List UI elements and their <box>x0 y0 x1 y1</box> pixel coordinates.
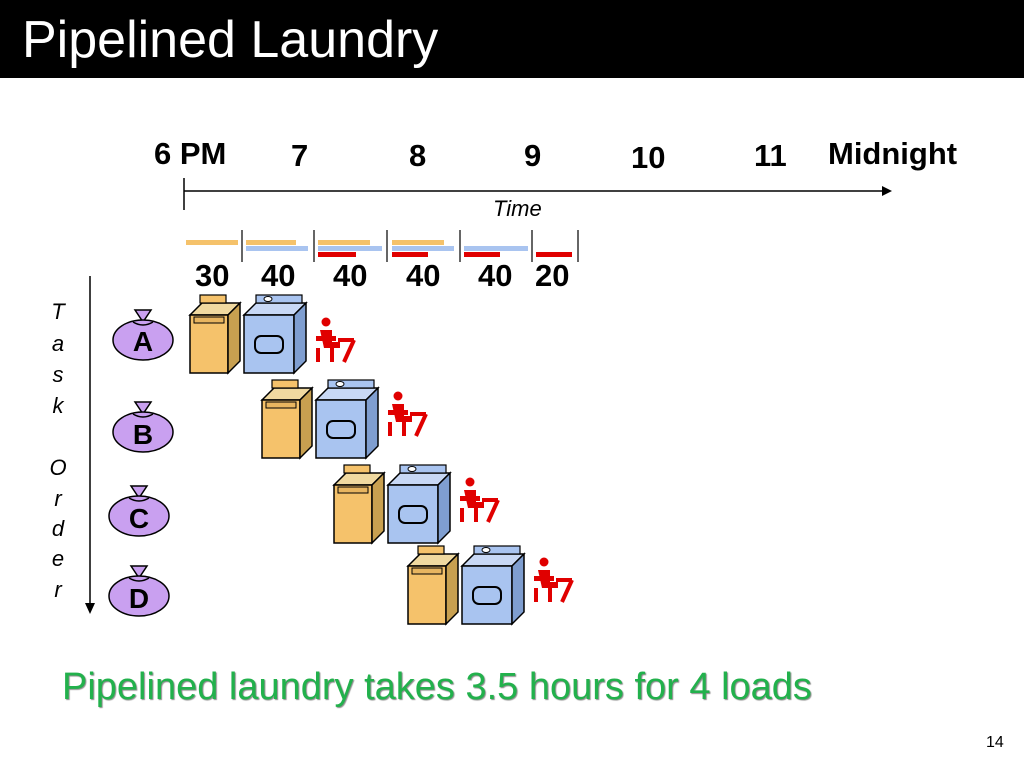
duration-label: 40 <box>406 258 441 293</box>
folder-person-icon <box>532 555 574 604</box>
hour-label-6pm: 6 PM <box>154 136 227 171</box>
time-axis <box>183 178 892 210</box>
task-order-letter: e <box>51 546 65 571</box>
hour-label-7: 7 <box>291 138 309 173</box>
washer-icon <box>333 464 385 544</box>
stage-bars <box>186 230 579 262</box>
task-order-letter: d <box>51 516 65 541</box>
hour-label-11: 11 <box>754 138 787 173</box>
dryer-icon <box>387 464 451 544</box>
washer-icon <box>407 545 459 625</box>
title-bar: Pipelined Laundry <box>0 0 1024 78</box>
duration-label: 40 <box>333 258 368 293</box>
task-order-letter: O <box>49 455 67 480</box>
hour-label-9: 9 <box>524 138 542 173</box>
task-order-letter: r <box>54 486 62 511</box>
washer-icon <box>189 294 241 374</box>
washer-icon <box>261 379 313 459</box>
task-order-letter: s <box>52 362 64 387</box>
dryer-icon <box>243 294 307 374</box>
task-label-d: D <box>128 583 150 614</box>
task-order-arrow <box>85 276 95 614</box>
time-axis-label: Time <box>493 196 542 221</box>
hour-label-8: 8 <box>409 138 427 173</box>
folder-person-icon <box>314 315 356 364</box>
folder-person-icon <box>386 389 428 438</box>
task-order-letter: k <box>52 393 64 418</box>
duration-label: 40 <box>478 258 513 293</box>
dryer-icon <box>461 545 525 625</box>
page-number: 14 <box>986 734 1004 751</box>
hour-label-10: 10 <box>631 140 666 175</box>
duration-label: 40 <box>261 258 296 293</box>
task-label-a: A <box>132 326 154 357</box>
dryer-icon <box>315 379 379 459</box>
folder-person-icon <box>458 475 500 524</box>
task-label-c: C <box>128 503 150 534</box>
task-order-letter: r <box>54 577 62 602</box>
hour-label-midnight: Midnight <box>828 136 958 171</box>
task-order-letter: a <box>51 331 65 356</box>
duration-label: 30 <box>195 258 230 293</box>
task-order-letter: T <box>51 299 65 324</box>
duration-label: 20 <box>535 258 570 293</box>
slide-title: Pipelined Laundry <box>22 11 439 69</box>
summary-text: Pipelined laundry takes 3.5 hours for 4 … <box>62 666 812 708</box>
task-label-b: B <box>132 419 154 450</box>
